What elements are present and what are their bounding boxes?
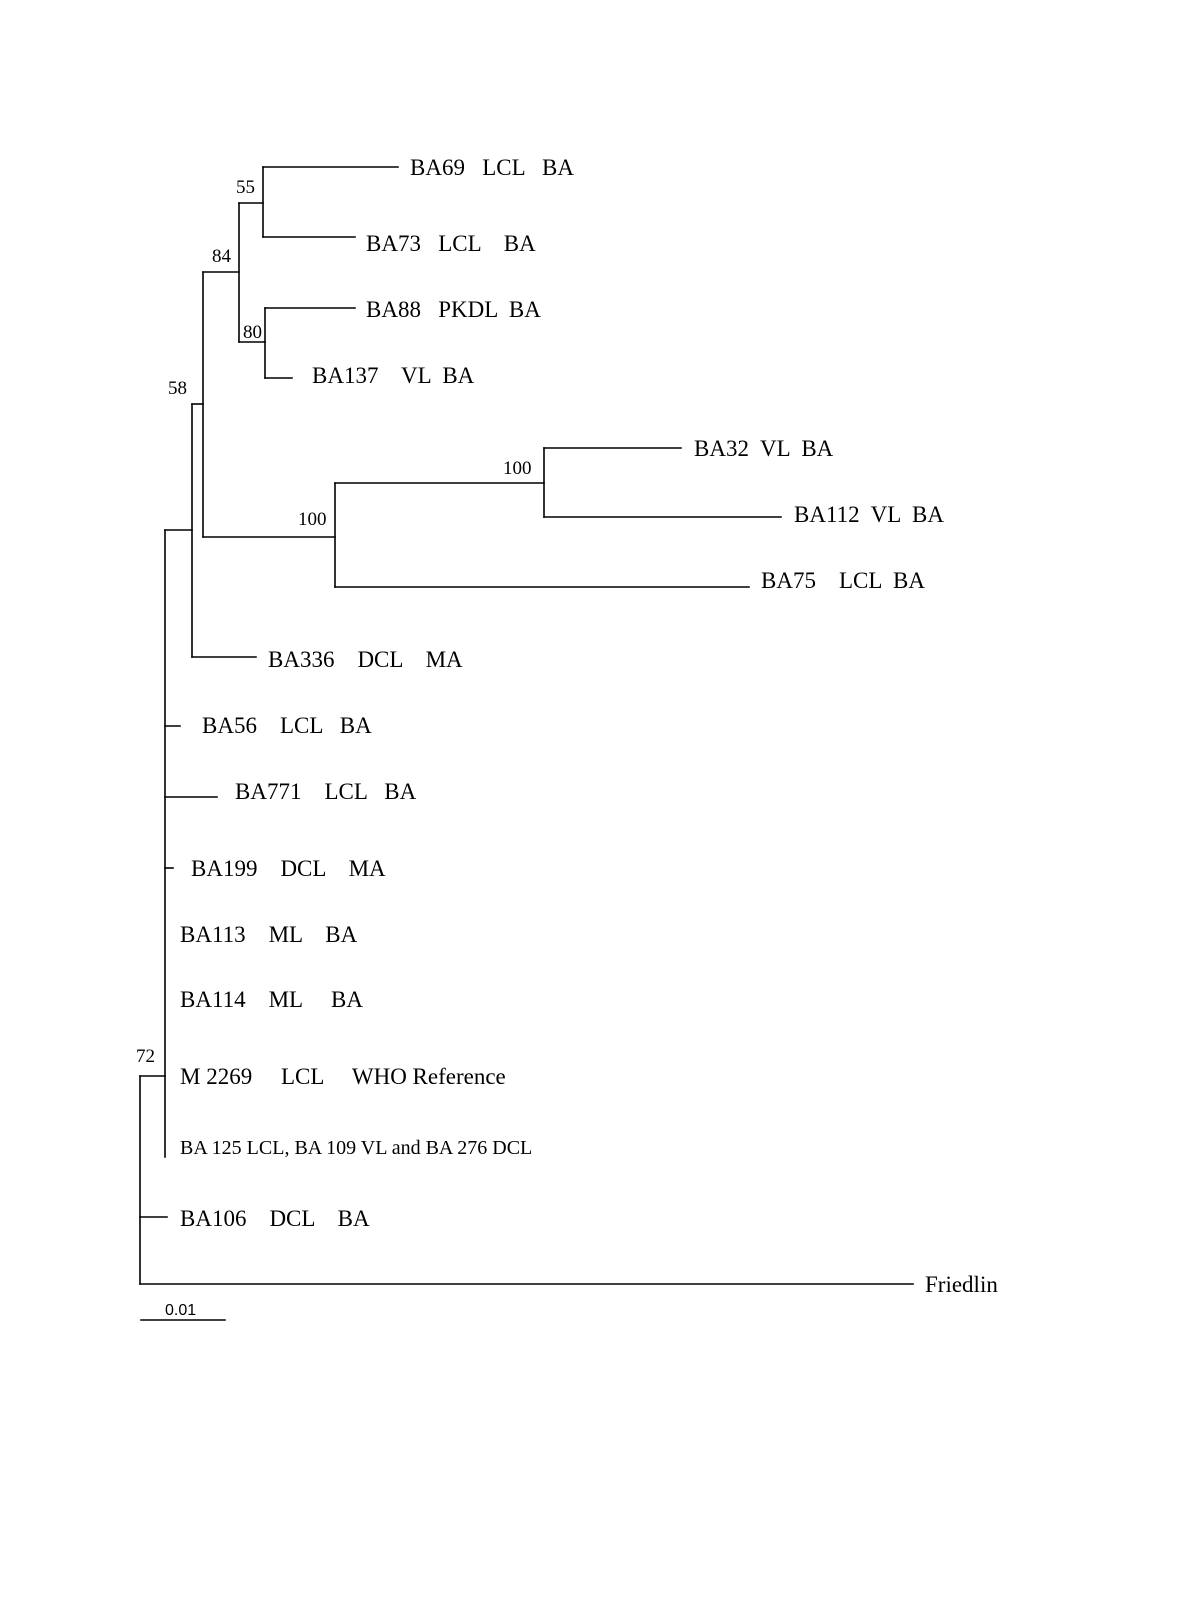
leaf-label-ba69: BA69 LCL BA	[410, 155, 574, 180]
leaf-label-ba112: BA112 VL BA	[794, 502, 944, 527]
bootstrap-100-outer: 100	[298, 509, 327, 530]
leaf-label-ba113: BA113 ML BA	[180, 922, 358, 947]
leaf-label-ba199: BA199 DCL MA	[191, 856, 386, 881]
leaf-label-m2269: M 2269 LCL WHO Reference	[180, 1064, 506, 1089]
bootstrap-72: 72	[136, 1046, 155, 1067]
leaf-label-ba73: BA73 LCL BA	[366, 231, 536, 256]
leaf-label-ba32: BA32 VL BA	[694, 436, 834, 461]
leaf-label-ba771: BA771 LCL BA	[235, 779, 417, 804]
scale-bar-label: 0.01	[165, 1302, 196, 1319]
bootstrap-55: 55	[236, 177, 255, 198]
leaf-label-ba106: BA106 DCL BA	[180, 1206, 370, 1231]
leaf-label-ba336: BA336 DCL MA	[268, 647, 463, 672]
leaf-label-ba114: BA114 ML BA	[180, 987, 363, 1012]
scale-bar: 0.01	[140, 1302, 226, 1321]
bootstrap-100-inner: 100	[503, 458, 532, 479]
leaf-label-ba56: BA56 LCL BA	[202, 713, 372, 738]
bootstrap-58: 58	[168, 378, 187, 399]
leaf-label-ba137: BA137 VL BA	[312, 363, 475, 388]
leaf-label-ba88: BA88 PKDL BA	[366, 297, 541, 322]
leaf-label-friedlin: Friedlin	[925, 1272, 998, 1297]
leaf-label-ba75: BA75 LCL BA	[761, 568, 925, 593]
bootstrap-84: 84	[212, 246, 232, 267]
leaf-label-ba125-ba109-ba276: BA 125 LCL, BA 109 VL and BA 276 DCL	[180, 1137, 532, 1159]
bootstrap-80: 80	[243, 322, 262, 343]
